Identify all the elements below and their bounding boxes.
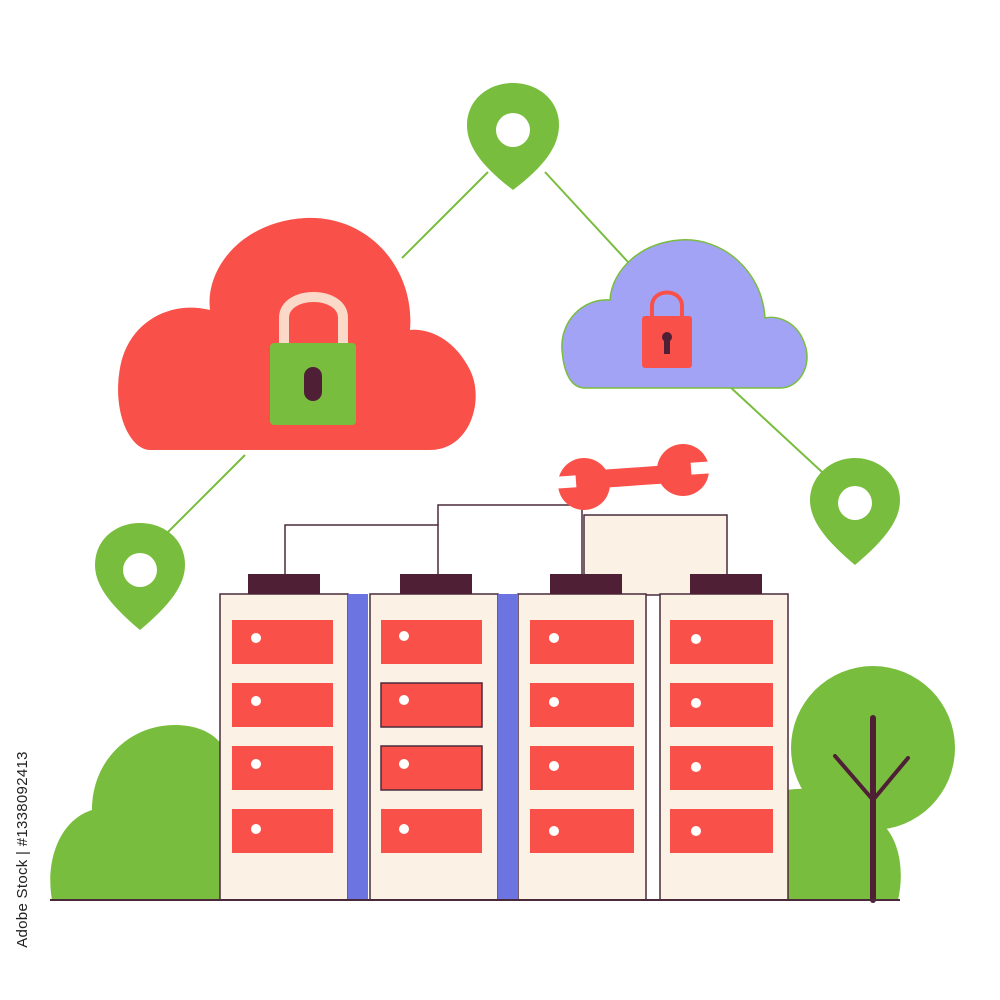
- map-pin-icon: [810, 458, 900, 565]
- stock-id-label: Adobe Stock | #1338092413: [8, 751, 36, 948]
- stock-id-text: Adobe Stock | #1338092413: [13, 751, 31, 948]
- network-lines: [161, 171, 823, 539]
- server-cables: [284, 504, 583, 575]
- padlock-icon: [270, 292, 356, 425]
- map-pin-icon: [95, 523, 185, 630]
- tree-icon: [791, 666, 955, 903]
- large-cloud: [118, 217, 476, 450]
- map-pin-icon: [467, 83, 559, 190]
- server-racks: [219, 574, 789, 901]
- wrench-icon: [555, 444, 712, 510]
- bush-left: [50, 725, 223, 900]
- padlock-icon: [642, 290, 692, 368]
- small-cloud: [561, 239, 808, 389]
